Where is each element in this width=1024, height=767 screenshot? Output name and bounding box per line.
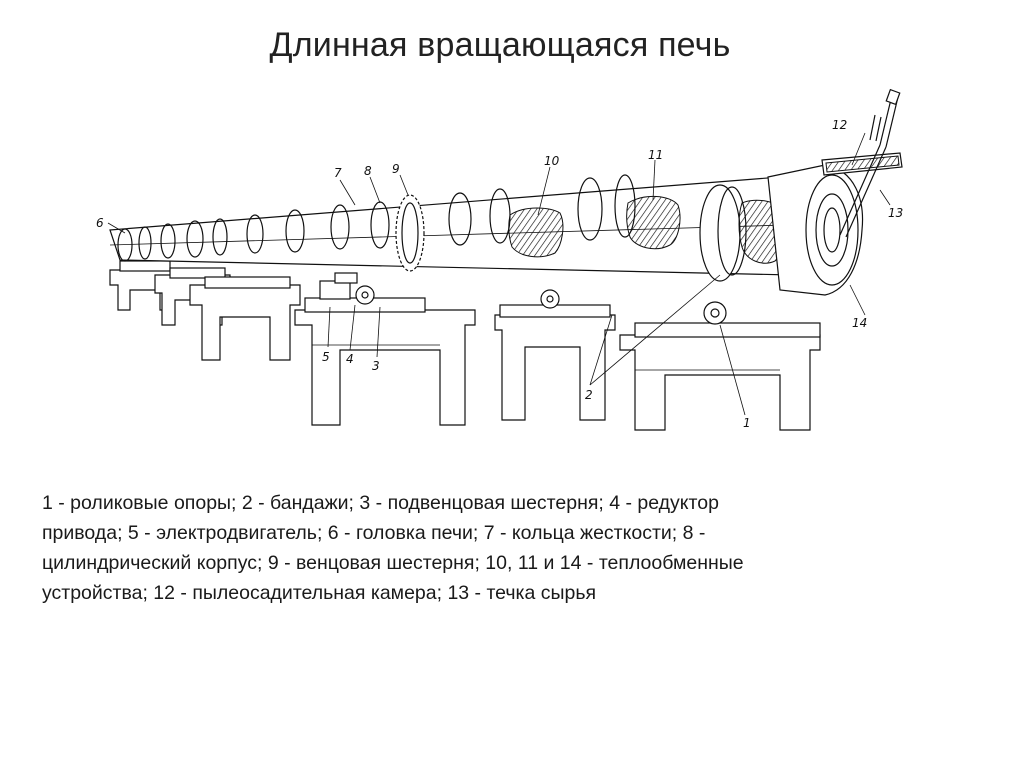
- callout-5: 5: [322, 350, 330, 364]
- dust-chamber-and-feed-chute: [821, 88, 903, 238]
- caption-line: устройства; 12 - пылеосадительная камера…: [42, 582, 597, 604]
- callout-13: 13: [888, 206, 903, 220]
- legend-caption: 1 - роликовые опоры; 2 - бандажи; 3 - по…: [42, 488, 942, 608]
- callout-3: 3: [372, 359, 380, 373]
- slide-title: Длинная вращающаяся печь: [269, 26, 731, 64]
- callout-4: 4: [346, 352, 354, 366]
- callout-11: 11: [648, 148, 663, 162]
- callout-8: 8: [364, 164, 372, 178]
- foundation-piers: [109, 269, 821, 431]
- kiln-head: [767, 164, 864, 296]
- rotary-kiln-diagram: 1 2 3 4 5 6 7 8 9 10 11 12 13 14: [96, 88, 903, 431]
- callout-14: 14: [852, 316, 867, 330]
- callout-7: 7: [334, 166, 342, 180]
- callout-12: 12: [832, 118, 847, 132]
- caption-line: 1 - роликовые опоры; 2 - бандажи; 3 - по…: [42, 492, 719, 514]
- roller-supports: [119, 260, 821, 338]
- kiln-shell: [109, 174, 793, 282]
- leader-lines: [107, 132, 891, 416]
- caption-line: цилиндрический корпус; 9 - венцовая шест…: [42, 552, 744, 574]
- callout-labels: 1 2 3 4 5 6 7 8 9 10 11 12 13 14: [96, 118, 903, 430]
- callout-1: 1: [743, 416, 751, 430]
- callout-10: 10: [544, 154, 560, 168]
- callout-9: 9: [392, 162, 400, 176]
- callout-2: 2: [585, 388, 593, 402]
- caption-line: привода; 5 - электродвигатель; 6 - голов…: [42, 522, 706, 544]
- callout-6: 6: [96, 216, 104, 230]
